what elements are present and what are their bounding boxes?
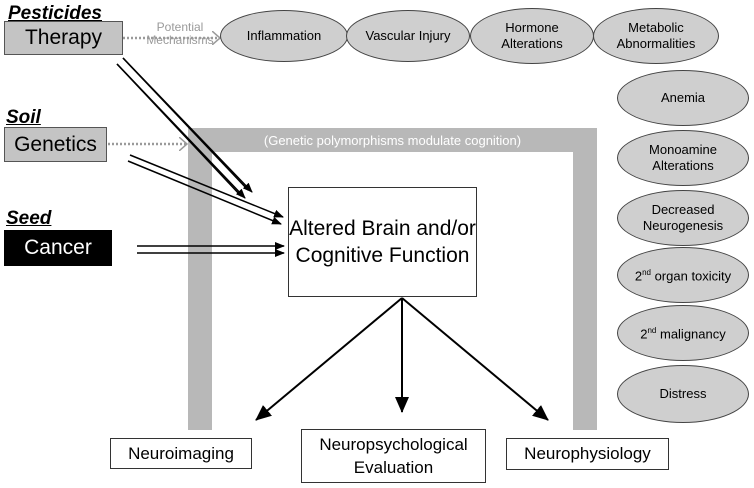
ordinal-number: 2 <box>640 326 648 342</box>
cancer-to-brain-arrow <box>137 242 285 257</box>
neuropsych-line2: Evaluation <box>353 458 434 477</box>
mechanism-distress: Distress <box>617 365 749 423</box>
neurophysiology-box: Neurophysiology <box>506 438 669 470</box>
potential-mechanisms-label: Potential Mechanisms <box>140 21 220 47</box>
neuropsych-box: Neuropsychological Evaluation <box>301 429 486 483</box>
center-line2: Cognitive Function <box>295 244 470 267</box>
pesticides-label: Pesticides <box>8 3 102 24</box>
mechanism-text: Alterations <box>652 158 714 173</box>
cancer-text: Cancer <box>24 236 92 259</box>
mechanism-text: Hormone <box>505 20 559 35</box>
mechanism-text: Alterations <box>501 36 563 51</box>
mechanism-name: organ toxicity <box>650 268 732 284</box>
mechanism-monoamine-alterations: Monoamine Alterations <box>617 130 749 186</box>
mechanism-text: Inflammation <box>246 28 322 43</box>
mechanism-text: 2nd organ toxicity <box>635 265 731 284</box>
neuroimaging-box: Neuroimaging <box>110 438 252 469</box>
therapy-to-brain-arrow <box>116 57 249 197</box>
mechanism-inflammation: Inflammation <box>220 10 348 62</box>
genetic-modulation-banner: (Genetic polymorphisms modulate cognitio… <box>188 128 597 152</box>
ordinal-suffix: nd <box>642 268 651 278</box>
altered-brain-box: Altered Brain and/or Cognitive Function <box>288 187 477 297</box>
mechanism-text: Decreased <box>651 202 715 217</box>
genetics-text: Genetics <box>14 132 97 156</box>
therapy-box: Therapy <box>4 21 123 55</box>
mechanism-metabolic-abnormalities: Metabolic Abnormalities <box>593 8 719 64</box>
neuropsych-line1: Neuropsychological <box>319 435 468 454</box>
cancer-box: Cancer <box>4 230 112 266</box>
mechanism-text: Monoamine <box>649 142 717 157</box>
genetics-to-brain-arrow <box>127 154 284 225</box>
seed-label: Seed <box>6 208 52 229</box>
mechanism-text: Anemia <box>660 90 706 105</box>
frame-right-bar <box>573 152 597 430</box>
mechanisms-line1: Potential <box>156 20 204 34</box>
genetic-modulation-text: (Genetic polymorphisms modulate cognitio… <box>263 132 522 148</box>
mechanism-text: Metabolic <box>628 20 684 35</box>
mechanism-text: Abnormalities <box>616 36 696 51</box>
arrow-to-neuroimaging <box>255 297 403 421</box>
soil-label: Soil <box>6 107 41 128</box>
genetics-box: Genetics <box>4 127 107 162</box>
ordinal-suffix: nd <box>647 326 657 336</box>
mechanism-text: Vascular Injury <box>365 28 451 43</box>
mechanism-decreased-neurogenesis: Decreased Neurogenesis <box>617 190 749 246</box>
mechanism-text: Distress <box>659 386 707 401</box>
mechanisms-line2: Mechanisms <box>146 33 214 47</box>
arrow-to-neurophysiology <box>401 297 549 421</box>
therapy-text: Therapy <box>24 26 103 49</box>
mechanism-text: 2nd malignancy <box>640 323 726 342</box>
center-line1: Altered Brain and/or <box>289 217 476 240</box>
neurophysiology-text: Neurophysiology <box>524 444 651 463</box>
neuroimaging-text: Neuroimaging <box>128 443 234 463</box>
mechanism-text: Neurogenesis <box>642 218 724 233</box>
therapy-arrow-heads <box>116 57 253 199</box>
mechanism-second-malignancy: 2nd malignancy <box>617 305 749 361</box>
frame-left-bar <box>188 152 212 430</box>
ordinal-number: 2 <box>634 268 643 284</box>
mechanism-name: malignancy <box>656 326 726 342</box>
mechanism-second-organ-toxicity: 2nd organ toxicity <box>617 247 749 303</box>
mechanism-vascular-injury: Vascular Injury <box>346 10 470 62</box>
mechanism-hormone-alterations: Hormone Alterations <box>470 8 594 64</box>
mechanism-anemia: Anemia <box>617 70 749 126</box>
